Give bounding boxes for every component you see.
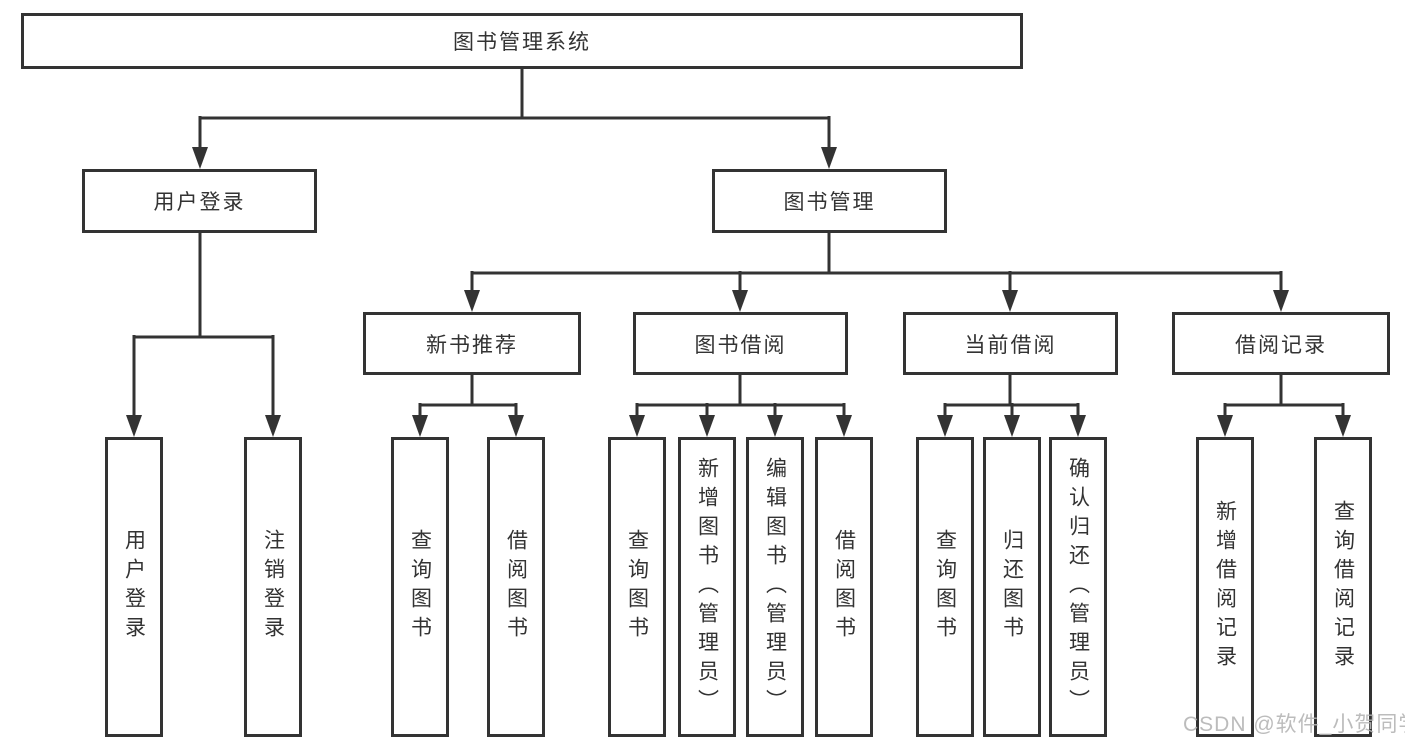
leaf-user-login-label: 用户登录: [122, 529, 146, 645]
node-book-management-label: 图书管理: [783, 191, 876, 214]
node-borrow-records-label: 借阅记录: [1235, 333, 1327, 357]
leaf-add-book-admin: 新增图书（管理员）: [678, 437, 736, 737]
leaf-query-borrow-record-label: 查询借阅记录: [1331, 500, 1355, 674]
leaf-recommend-borrow-books: 借阅图书: [487, 437, 545, 737]
connector-user-login-to-leaves: [126, 233, 281, 437]
leaf-logout: 注销登录: [244, 437, 302, 737]
leaf-recommend-query-books: 查询图书: [391, 437, 449, 737]
node-new-book-recommend-label: 新书推荐: [426, 333, 518, 357]
node-book-management: 图书管理: [712, 169, 947, 233]
connector-book-borrow-to-leaves: [629, 375, 852, 437]
leaf-add-book-admin-label: 新增图书（管理员）: [695, 456, 719, 718]
leaf-edit-book-admin-label: 编辑图书（管理员）: [763, 456, 787, 718]
connector-book-management-to-level3: [464, 233, 1289, 312]
leaf-borrow-query-books-label: 查询图书: [625, 529, 649, 645]
leaf-add-borrow-record: 新增借阅记录: [1196, 437, 1254, 737]
leaf-confirm-return-admin-label: 确认归还（管理员）: [1066, 456, 1090, 718]
leaf-borrow-books-label: 借阅图书: [832, 529, 856, 645]
node-root: 图书管理系统: [21, 13, 1023, 69]
node-current-borrow-label: 当前借阅: [964, 333, 1057, 357]
leaf-recommend-borrow-books-label: 借阅图书: [504, 529, 528, 645]
connector-new-book-recommend-to-leaves: [412, 375, 524, 437]
leaf-current-query-books-label: 查询图书: [933, 529, 957, 645]
leaf-return-books: 归还图书: [983, 437, 1041, 737]
node-user-login: 用户登录: [82, 169, 317, 233]
node-root-label: 图书管理系统: [453, 31, 591, 54]
node-user-login-label: 用户登录: [153, 191, 246, 214]
leaf-recommend-query-books-label: 查询图书: [408, 529, 432, 645]
connector-root-to-level2: [192, 69, 837, 169]
node-borrow-records: 借阅记录: [1172, 312, 1390, 375]
leaf-borrow-books: 借阅图书: [815, 437, 873, 737]
csdn-watermark: CSDN @软件_小贺同学: [1183, 713, 1405, 736]
leaf-query-borrow-record: 查询借阅记录: [1314, 437, 1372, 737]
node-book-borrow: 图书借阅: [633, 312, 848, 375]
node-new-book-recommend: 新书推荐: [363, 312, 581, 375]
connector-current-borrow-to-leaves: [937, 375, 1086, 437]
leaf-current-query-books: 查询图书: [916, 437, 974, 737]
node-book-borrow-label: 图书借阅: [694, 333, 787, 357]
leaf-return-books-label: 归还图书: [1000, 529, 1024, 645]
node-current-borrow: 当前借阅: [903, 312, 1118, 375]
leaf-add-borrow-record-label: 新增借阅记录: [1213, 500, 1237, 674]
leaf-borrow-query-books: 查询图书: [608, 437, 666, 737]
leaf-edit-book-admin: 编辑图书（管理员）: [746, 437, 804, 737]
leaf-user-login: 用户登录: [105, 437, 163, 737]
connector-borrow-records-to-leaves: [1217, 375, 1351, 437]
leaf-logout-label: 注销登录: [261, 529, 285, 645]
leaf-confirm-return-admin: 确认归还（管理员）: [1049, 437, 1107, 737]
